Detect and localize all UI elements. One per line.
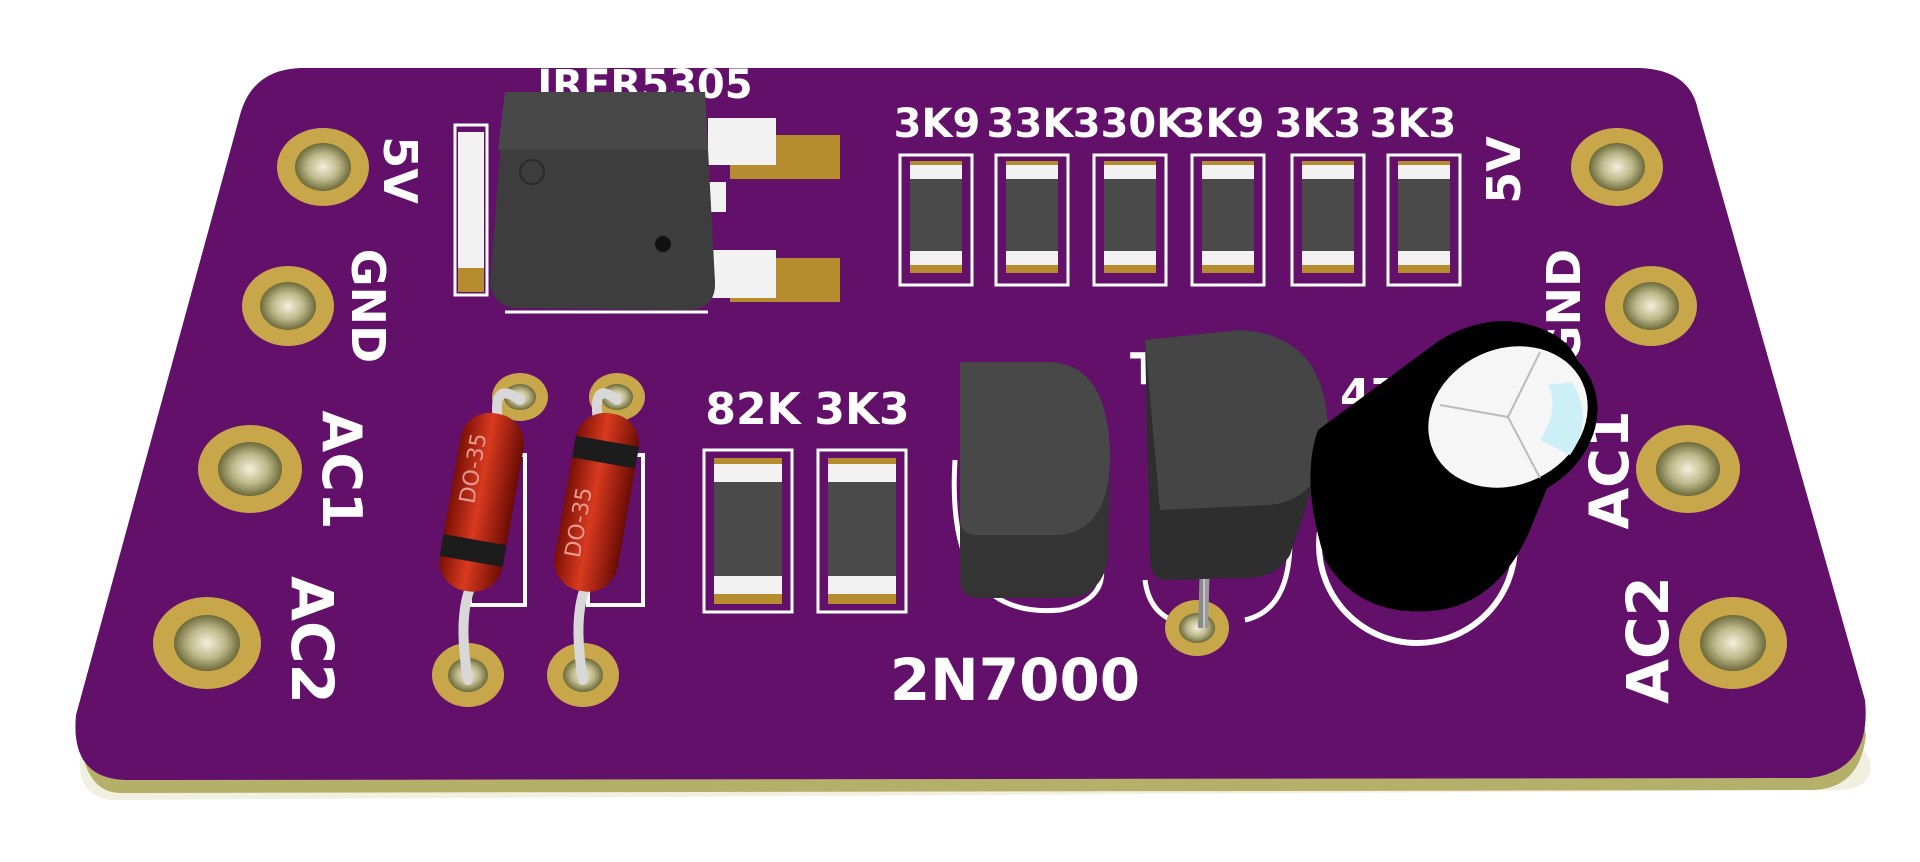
label-ac2-left: AC2 [278, 576, 346, 704]
label-5v-left: 5V [373, 136, 427, 204]
resistor-r5 [1290, 153, 1366, 287]
bottom-resistors [702, 448, 908, 614]
label-r1: 3K9 [894, 101, 981, 147]
label-r6: 3K3 [1370, 101, 1457, 147]
resistor-r4 [1190, 153, 1266, 287]
label-r3: 330K [1073, 101, 1189, 147]
top-resistors [898, 153, 1462, 287]
regulator: IRFR5305 [453, 62, 840, 314]
diodes: DO-35 DO-35 [432, 373, 645, 707]
left-pads [153, 128, 369, 689]
pad-ac1-left [198, 425, 302, 513]
top-resistor-labels: 3K9 33K 330K 3K9 3K3 3K3 [894, 101, 1457, 147]
label-ac2-right: AC2 [1614, 576, 1682, 704]
pad-ac2-right [1679, 597, 1787, 689]
diode-d1: DO-35 [439, 412, 525, 592]
right-pads [1571, 128, 1787, 689]
capacitor-c1: 47 [1310, 321, 1598, 646]
pad-gnd-right [1605, 266, 1697, 346]
resistor-r7 [702, 448, 794, 614]
transistor-label: 2N7000 [890, 646, 1140, 714]
resistor-r2 [994, 153, 1070, 287]
transistor-q1: 2N7000 [890, 362, 1140, 714]
diode-d2: DO-35 [554, 412, 640, 592]
pad-ac2-left [153, 597, 261, 689]
label-r5: 3K3 [1275, 101, 1362, 147]
label-5v-right: 5V [1477, 136, 1531, 204]
left-labels: 5V GND AC1 AC2 [278, 136, 427, 704]
label-ac1-left: AC1 [310, 411, 373, 530]
pad-ac1-right [1636, 425, 1740, 513]
label-r4: 3K9 [1178, 101, 1265, 147]
resistor-r6 [1386, 153, 1462, 287]
label-r8: 3K3 [814, 384, 909, 435]
pad-5v-right [1571, 128, 1663, 206]
label-gnd-left: GND [341, 249, 395, 363]
resistor-r8 [816, 448, 908, 614]
resistor-r3 [1092, 153, 1168, 287]
pad-5v-left [277, 128, 369, 206]
ic-u1: TL [1130, 330, 1329, 656]
bottom-resistor-labels: 82K 3K3 [705, 384, 909, 435]
pad-gnd-left [242, 266, 334, 346]
resistor-r1 [898, 153, 974, 287]
label-r7: 82K [705, 384, 802, 435]
label-r2: 33K [987, 101, 1076, 147]
